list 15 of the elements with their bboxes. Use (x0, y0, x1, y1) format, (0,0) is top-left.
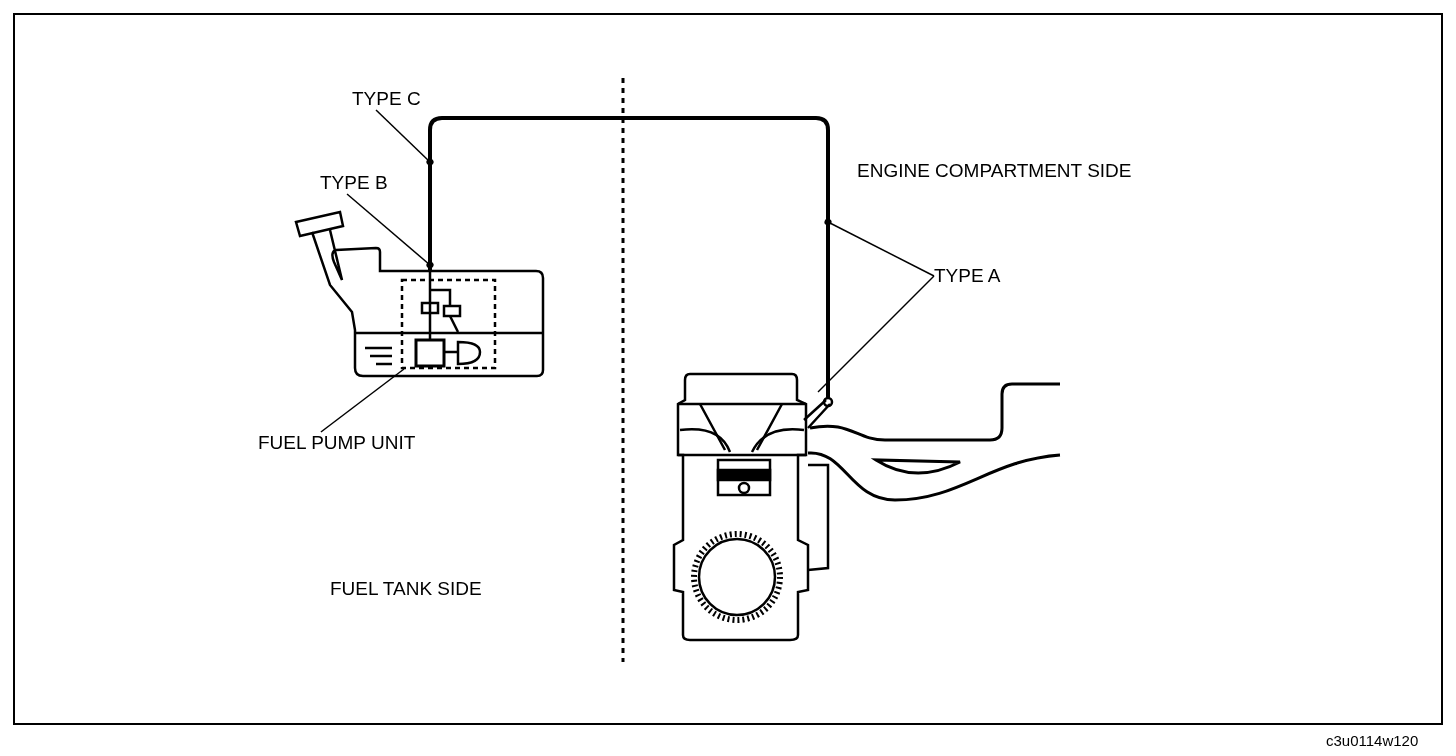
figure-code: c3u0114w120 (1326, 731, 1419, 751)
area-label: FUEL TANK SIDE (330, 578, 482, 600)
injector-drawing (802, 396, 834, 430)
area-label: ENGINE COMPARTMENT SIDE (857, 160, 1132, 182)
pump-unit-outline (400, 278, 497, 370)
callout-label: TYPE C (352, 88, 421, 110)
leader-line (320, 368, 405, 433)
leader-line (375, 109, 434, 166)
callout-label: TYPE B (320, 172, 388, 194)
callout-label: FUEL PUMP UNIT (258, 432, 416, 454)
leader-line (346, 193, 434, 269)
callout-label: TYPE A (934, 265, 1001, 287)
leader-line (824, 218, 935, 277)
leader-line (817, 275, 935, 393)
fuel-line (428, 116, 830, 398)
